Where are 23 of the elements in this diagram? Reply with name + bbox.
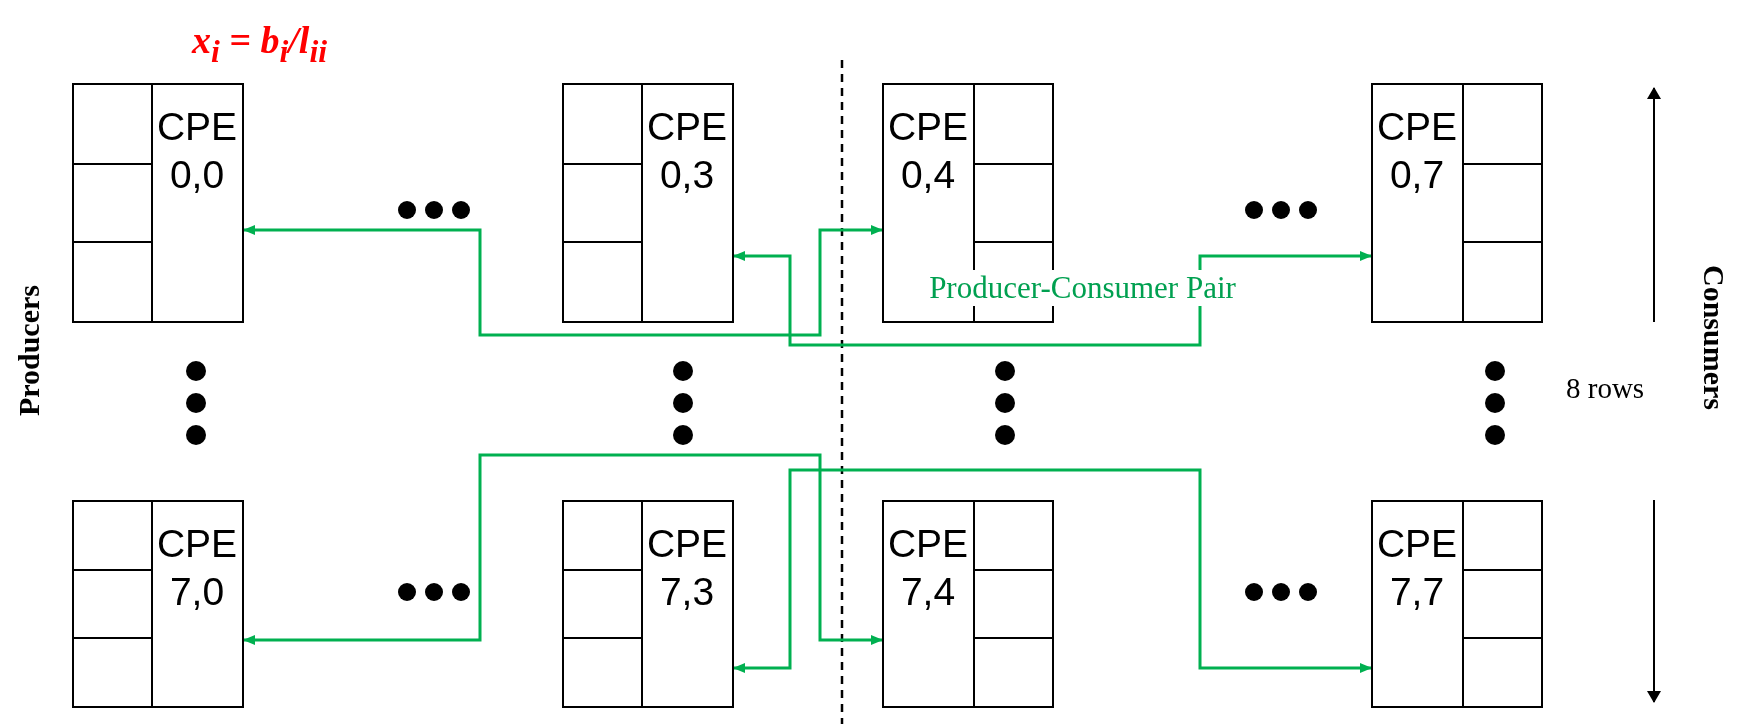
- pe-label: CPE 0,7: [1375, 104, 1459, 198]
- pe-label: CPE 0,0: [155, 104, 239, 198]
- pe-label: CPE 7,0: [155, 521, 239, 615]
- axis-title: Consumers: [1697, 265, 1731, 410]
- pe-label: CPE 0,3: [645, 104, 729, 198]
- pe-box: [1371, 83, 1543, 323]
- formula: x$_{i}$ = b$_{i}$/l$_{ii}$: [192, 18, 327, 70]
- pe-box: [562, 83, 734, 323]
- pe-box: [562, 500, 734, 708]
- double-arrow: [733, 251, 1372, 347]
- pe-label: CPE 7,4: [886, 521, 970, 615]
- pe-label: CPE 0,4: [886, 104, 970, 198]
- pe-box: [72, 83, 244, 323]
- double-arrow: [733, 468, 1372, 673]
- edge-label: Producer-Consumer Pair: [927, 270, 1238, 306]
- double-arrow: [243, 453, 883, 645]
- pe-box: [882, 500, 1054, 708]
- double-arrow: [243, 225, 883, 337]
- axis-title: Producers: [12, 285, 46, 417]
- pe-label: CPE 7,3: [645, 521, 729, 615]
- pe-label: CPE 7,7: [1375, 521, 1459, 615]
- pe-box: [1371, 500, 1543, 708]
- pe-box: [72, 500, 244, 708]
